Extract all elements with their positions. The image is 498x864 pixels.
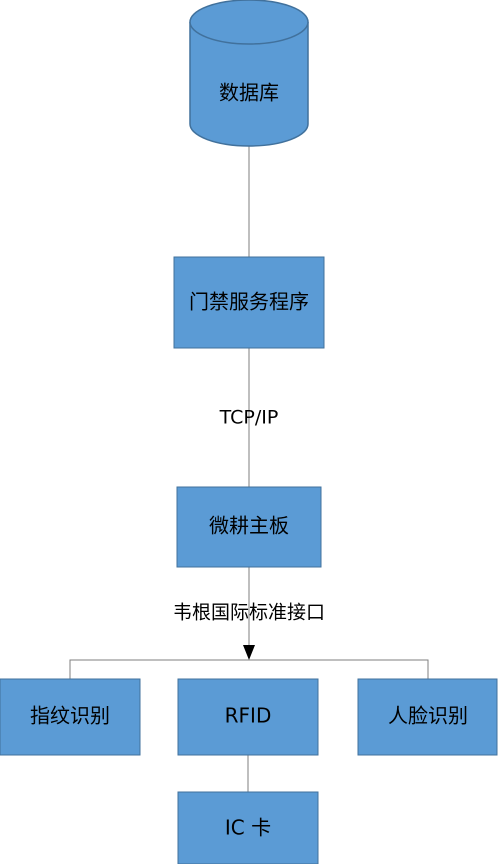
fingerprint-box: [0, 678, 141, 756]
database-node: 数据库: [189, 0, 309, 147]
access-service-box: [173, 256, 325, 349]
database-label: 数据库: [219, 81, 279, 105]
mainboard-label: 微耕主板: [209, 514, 289, 538]
ic-card-box: [177, 791, 319, 864]
mainboard-node: 微耕主板: [176, 486, 322, 568]
database-cylinder-top: [189, 0, 309, 45]
interface-bus: [69, 659, 429, 679]
access-service-label: 门禁服务程序: [189, 290, 309, 314]
rfid-node: RFID: [177, 678, 319, 756]
tcp-ip-label: TCP/IP: [219, 407, 279, 429]
access-service-node: 门禁服务程序: [173, 256, 325, 349]
face-box: [357, 678, 498, 756]
rfid-box: [177, 678, 319, 756]
face-node: 人脸识别: [357, 678, 498, 756]
database-cylinder: [189, 22, 309, 147]
wiegand-label: 韦根国际标准接口: [173, 602, 325, 624]
ic-card-label: IC 卡: [225, 816, 271, 840]
rfid-label: RFID: [225, 704, 272, 728]
fingerprint-node: 指纹识别: [0, 678, 141, 756]
mainboard-box: [176, 486, 322, 568]
arrow-head: [243, 645, 255, 660]
fingerprint-label: 指纹识别: [30, 704, 110, 728]
face-label: 人脸识别: [388, 704, 468, 728]
ic-card-node: IC 卡: [177, 791, 319, 864]
